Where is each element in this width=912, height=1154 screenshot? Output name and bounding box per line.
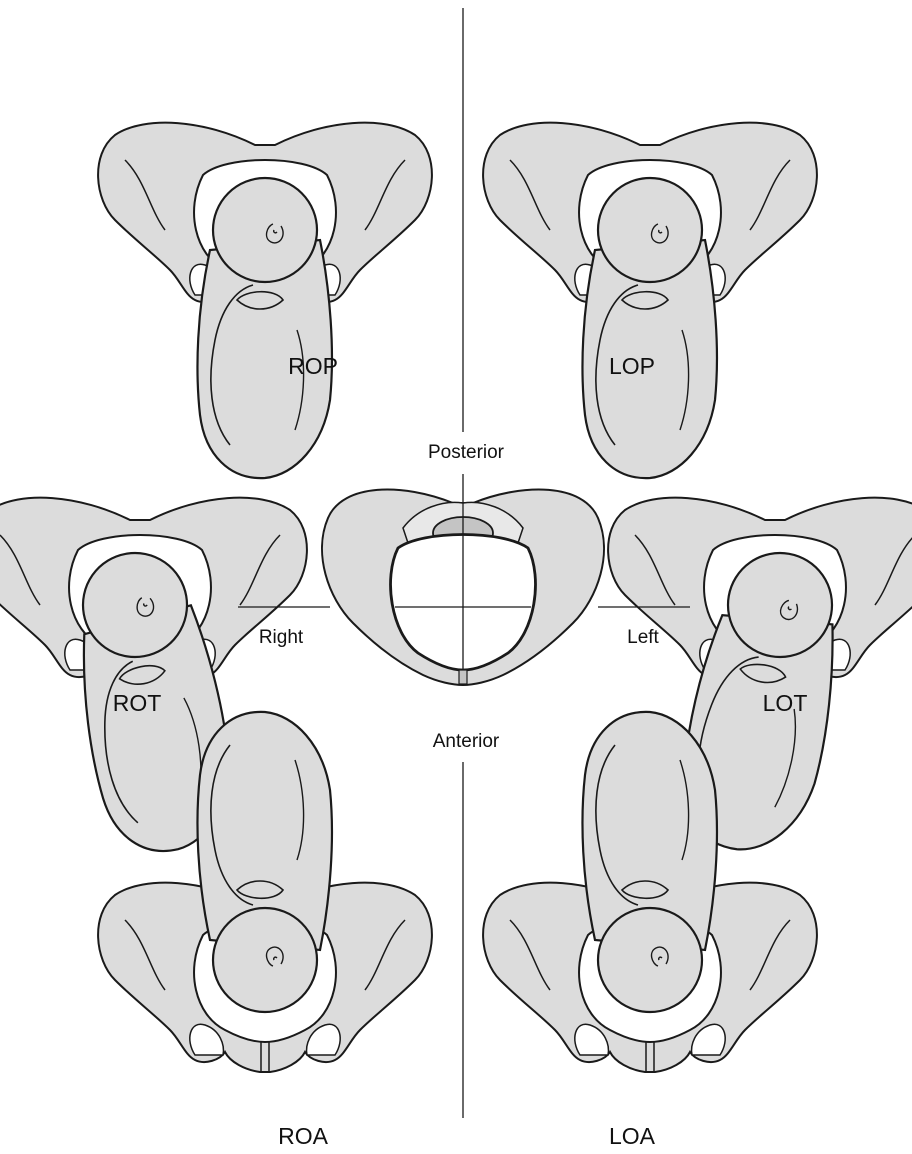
rop-illustration [98,123,432,478]
label-roa: ROA [278,1125,328,1148]
label-posterior: Posterior [428,443,504,462]
label-left: Left [627,628,659,647]
label-anterior: Anterior [433,732,500,751]
label-right: Right [259,628,303,647]
reference-pelvis [322,474,604,685]
label-rop: ROP [288,355,338,378]
lop-illustration [483,123,817,478]
label-rot: ROT [113,692,162,715]
label-loa: LOA [609,1125,655,1148]
label-lop: LOP [609,355,655,378]
label-lot: LOT [763,692,808,715]
